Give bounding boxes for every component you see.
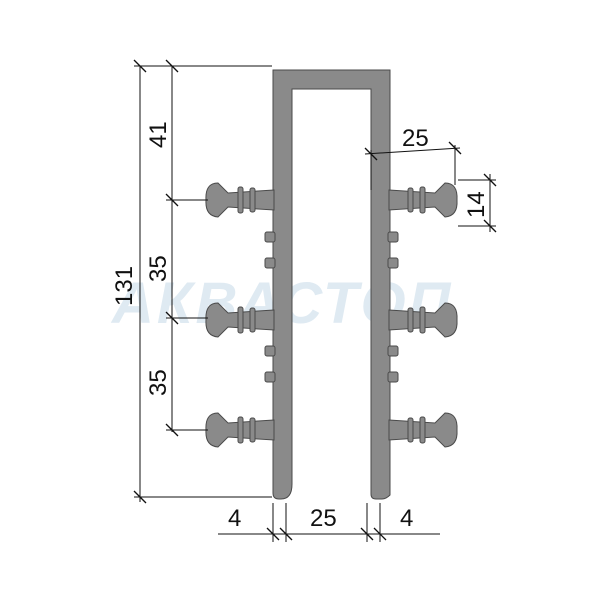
waterstop-profile <box>205 69 458 500</box>
dimension-bottom-widths: 4 25 4 <box>218 503 440 542</box>
dimension-total-height: 131 <box>111 59 272 504</box>
dim-label-25-channel: 25 <box>310 505 337 532</box>
inner-ribs <box>264 231 399 383</box>
dim-label-131: 131 <box>111 266 138 306</box>
dim-label-14: 14 <box>463 191 490 218</box>
dim-label-4-right: 4 <box>400 505 413 532</box>
dim-label-4-left: 4 <box>228 505 241 532</box>
dim-label-35-lower: 35 <box>145 369 172 396</box>
anchor-fins <box>237 186 426 444</box>
u-channel-body <box>272 69 391 500</box>
dim-label-25-anchor: 25 <box>402 125 429 152</box>
dim-label-41: 41 <box>145 121 172 148</box>
dimension-anchor-head: 14 <box>458 173 497 233</box>
dimension-anchor-reach: 25 <box>364 125 462 190</box>
dim-label-35-upper: 35 <box>145 255 172 282</box>
dimension-segments: 41 35 35 <box>145 59 208 437</box>
